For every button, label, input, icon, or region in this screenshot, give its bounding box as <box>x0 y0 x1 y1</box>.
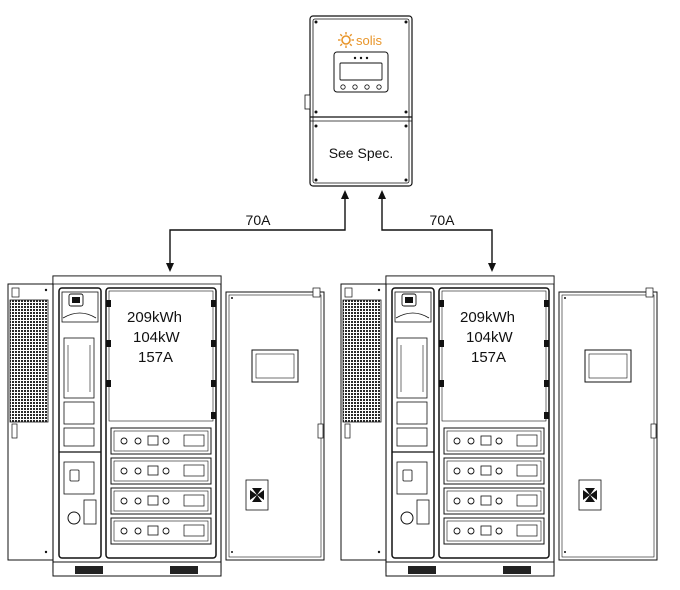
cabinet-1-energy: 209kWh <box>127 309 182 326</box>
cabinet-1-current: 157A <box>138 349 173 366</box>
battery-cabinet <box>7 275 325 577</box>
inverter-spec-label: See Spec. <box>329 145 394 161</box>
arrow-up-icon <box>341 190 349 199</box>
connection-left <box>166 190 349 272</box>
connection-left-current: 70A <box>246 212 272 228</box>
fan-icon <box>250 488 264 502</box>
cabinet-2-energy: 209kWh <box>460 309 515 326</box>
cabinet-2-current: 157A <box>471 349 506 366</box>
arrow-down-icon <box>488 263 496 272</box>
left-door <box>7 283 54 561</box>
cabinet-2-specs: 209kWh 104kW 157A <box>460 309 515 366</box>
arrow-down-icon <box>166 263 174 272</box>
cabinet-1-power: 104kW <box>133 329 181 346</box>
arrow-up-icon <box>378 190 386 199</box>
connection-right <box>378 190 496 272</box>
connection-right-current: 70A <box>430 212 456 228</box>
sun-logo-icon <box>338 32 354 48</box>
right-door <box>225 287 325 561</box>
cabinet-1-specs: 209kWh 104kW 157A <box>127 309 182 366</box>
battery-modules <box>110 427 212 545</box>
inverter: solis See Spec. <box>304 15 413 187</box>
cabinet-2-power: 104kW <box>466 329 514 346</box>
brand-logo-text: solis <box>356 33 383 48</box>
